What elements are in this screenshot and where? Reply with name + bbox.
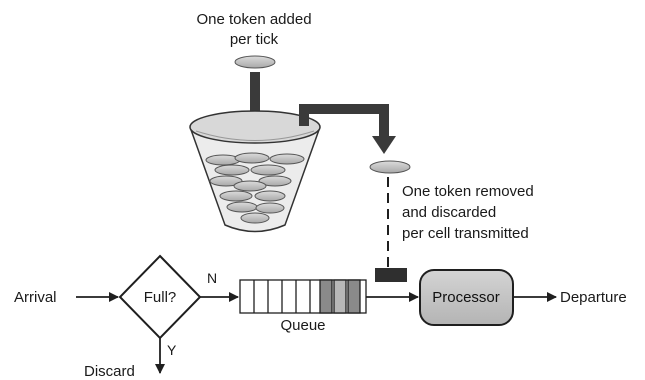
token-out-arrow [299,104,396,154]
queue [239,279,367,314]
token-removed-label-line2: and discarded [402,204,496,221]
processor-label: Processor [432,289,500,306]
incoming-token-icon [234,55,276,69]
discard-label: Discard [84,363,135,380]
token-added-label-line1: One token added [196,11,311,28]
token-bucket [189,110,321,233]
bucket-tokens [205,152,305,224]
branch-no-label: N [207,270,217,286]
token-removed-label-line1: One token removed [402,183,534,200]
departure-label: Departure [560,289,627,306]
token-added-label-line2: per tick [230,31,279,48]
token-removed-label-line3: per cell transmitted [402,225,529,242]
branch-yes-label: Y [167,342,177,358]
arrival-label: Arrival [14,289,57,306]
removed-token-icon [369,160,411,174]
queue-label: Queue [280,317,325,334]
full-decision-label: Full? [144,289,177,306]
transmit-gate [375,268,407,282]
